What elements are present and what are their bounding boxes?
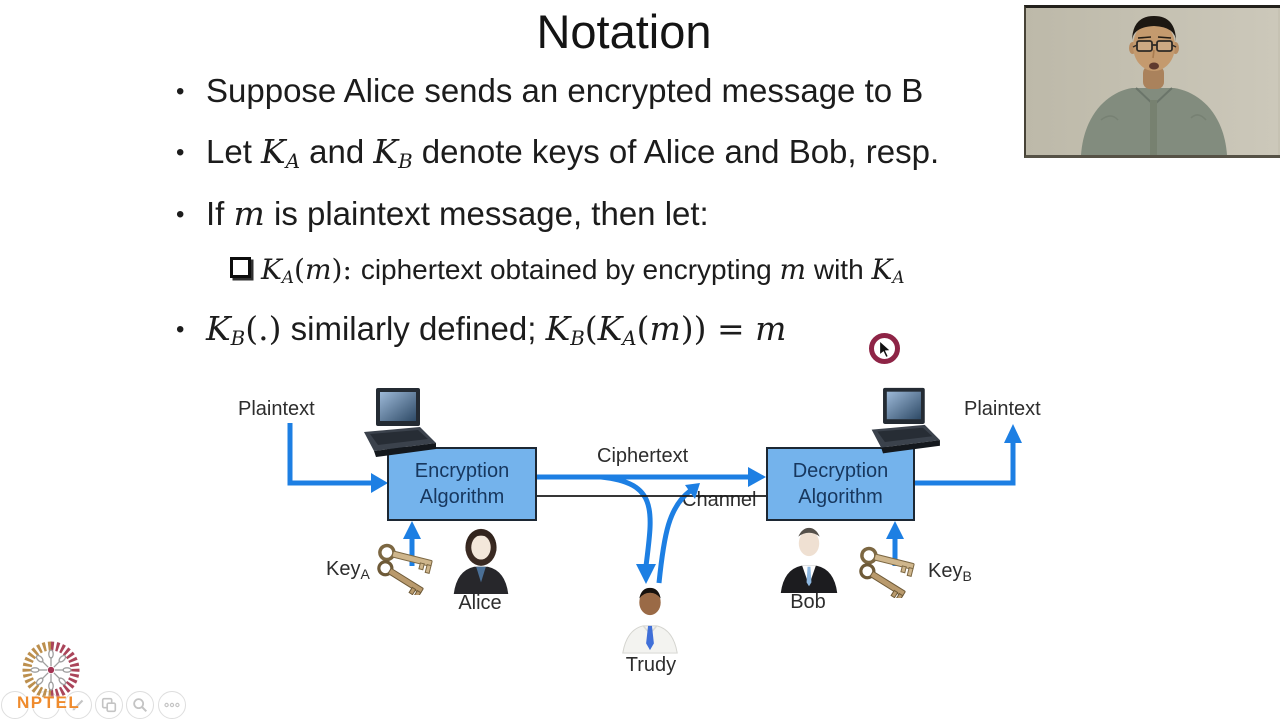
encryption-algorithm-box: Encryption Algorithm xyxy=(387,447,537,521)
nptel-brand-text: NPTEL xyxy=(17,693,81,712)
media-frames-icon xyxy=(101,697,117,713)
bullet-3: •If m is plaintext message, then let: xyxy=(176,194,709,233)
slide-title: Notation xyxy=(536,5,712,58)
bullet-1: • Suppose Alice sends an encrypted messag… xyxy=(176,72,923,110)
laptop-icon xyxy=(871,387,940,454)
three-dots-icon xyxy=(164,702,180,708)
bullet-1-text: Suppose Alice sends an encrypted message… xyxy=(206,72,924,109)
presenter-figure xyxy=(1026,8,1278,155)
nptel-logo-icon xyxy=(22,641,80,699)
presenter-webcam-video xyxy=(1024,5,1280,158)
search-zoom-button[interactable] xyxy=(126,691,154,719)
laptop-icon xyxy=(364,388,436,457)
key-b-label: KeyB xyxy=(928,560,972,584)
plaintext-left-label: Plaintext xyxy=(238,398,315,420)
bob-person-icon xyxy=(780,527,838,594)
pencil-icon xyxy=(72,699,84,711)
decryption-algorithm-box: Decryption Algorithm xyxy=(766,447,915,521)
bullet-dot-icon: • xyxy=(176,316,185,343)
bullet-dot-icon: • xyxy=(176,201,185,228)
toolbar-button-1[interactable] xyxy=(1,691,29,719)
bob-label: Bob xyxy=(790,591,826,613)
square-bullet-icon xyxy=(230,257,251,278)
key-a-icon xyxy=(377,543,433,595)
trudy-person-icon xyxy=(622,587,678,654)
channel-label: Channel xyxy=(682,489,757,511)
trudy-label: Trudy xyxy=(625,654,677,676)
media-frames-button[interactable] xyxy=(95,691,123,719)
key-b-icon xyxy=(859,546,915,598)
key-a-label: KeyA xyxy=(326,558,370,582)
mouse-cursor-icon xyxy=(879,341,892,358)
cursor-highlight-ring xyxy=(869,333,900,364)
bullet-4: •KB(.) similarly defined; KB(KA(m)) = m xyxy=(176,309,787,350)
magnifier-icon xyxy=(133,698,148,713)
bullet-dot-icon: • xyxy=(176,78,185,105)
more-options-button[interactable] xyxy=(158,691,186,719)
pencil-annotate-button[interactable] xyxy=(64,691,92,719)
ciphertext-label: Ciphertext xyxy=(597,445,689,467)
bullet-dot-icon: • xyxy=(176,139,185,166)
sub-bullet: KA(m): ciphertext obtained by encrypting… xyxy=(230,253,904,288)
alice-label: Alice xyxy=(458,592,502,614)
plaintext-right-label: Plaintext xyxy=(964,398,1041,420)
alice-person-icon xyxy=(453,528,509,595)
bullet-2: •Let KA and KB denote keys of Alice and … xyxy=(176,132,940,173)
